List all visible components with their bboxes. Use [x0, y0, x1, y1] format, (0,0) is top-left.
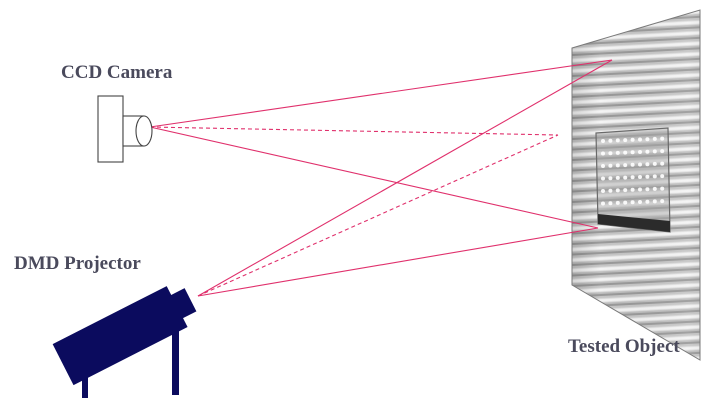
feature-dot: [645, 187, 650, 192]
feature-dot: [660, 161, 665, 166]
feature-dot: [623, 150, 628, 155]
feature-dot: [608, 138, 613, 143]
feature-dot: [645, 149, 650, 154]
dmd-projector: [52, 286, 197, 398]
feature-dot: [623, 175, 628, 180]
feature-dot: [601, 201, 605, 206]
feature-dot: [615, 163, 620, 168]
feature-dot: [601, 176, 605, 181]
feature-dot: [638, 200, 642, 204]
camera-lens-front: [135, 115, 153, 147]
projector-ray-dashed: [197, 134, 559, 297]
feature-dot: [660, 149, 665, 154]
feature-dot: [645, 199, 650, 204]
feature-dot: [623, 188, 628, 193]
feature-dot: [615, 175, 620, 180]
feature-dot: [608, 188, 613, 193]
feature-dot: [623, 200, 628, 205]
camera-ray-bottom: [149, 126, 599, 229]
feature-dot: [630, 175, 635, 180]
feature-dot: [615, 188, 620, 193]
feature-dot: [645, 174, 650, 179]
feature-dots: [601, 136, 665, 206]
feature-dot: [630, 162, 635, 167]
camera-ray-dashed: [149, 126, 559, 136]
light-rays: [149, 59, 613, 297]
feature-dot: [630, 137, 635, 142]
feature-dot: [645, 137, 650, 142]
projector-leg-right: [172, 330, 179, 395]
feature-dot: [660, 186, 665, 191]
ccd-camera: [97, 95, 153, 163]
camera-body: [97, 95, 124, 163]
feature-dot: [638, 187, 642, 192]
feature-dot: [630, 200, 635, 205]
feature-dot: [601, 189, 605, 193]
feature-dot: [652, 199, 657, 204]
feature-dot: [645, 162, 650, 167]
feature-dot: [615, 138, 620, 143]
feature-dot: [608, 151, 613, 156]
feature-dot: [623, 163, 628, 168]
feature-dot: [630, 187, 635, 192]
feature-dot: [638, 175, 642, 179]
feature-dot: [652, 186, 657, 191]
feature-dot: [652, 149, 657, 154]
feature-dot: [608, 163, 613, 168]
feature-dot: [638, 150, 642, 154]
feature-dot: [652, 136, 657, 141]
feature-dot: [601, 164, 605, 168]
camera-ray-top: [149, 59, 613, 128]
object-feature-block: [595, 127, 671, 233]
feature-dot: [638, 137, 642, 142]
object-label: Tested Object: [568, 336, 680, 357]
feature-dot: [601, 151, 605, 156]
feature-dot: [660, 136, 665, 141]
projector-ray-top: [197, 59, 613, 297]
projector-label: DMD Projector: [14, 253, 141, 274]
feature-dot: [615, 200, 620, 205]
feature-dot: [652, 174, 657, 179]
feature-dot: [608, 176, 613, 181]
feature-dot: [608, 201, 613, 206]
projector-leg-left: [82, 368, 88, 398]
feature-dot: [652, 161, 657, 166]
feature-dot: [615, 150, 620, 155]
camera-label: CCD Camera: [61, 62, 173, 83]
feature-dot: [660, 174, 665, 179]
projector-body: [52, 286, 188, 386]
feature-dot: [623, 138, 628, 143]
feature-dot: [601, 139, 605, 143]
feature-dot: [660, 199, 665, 204]
feature-dot: [638, 162, 642, 167]
feature-dot: [630, 150, 635, 155]
projector-ray-bottom: [197, 227, 599, 297]
projector-lens: [169, 288, 197, 320]
